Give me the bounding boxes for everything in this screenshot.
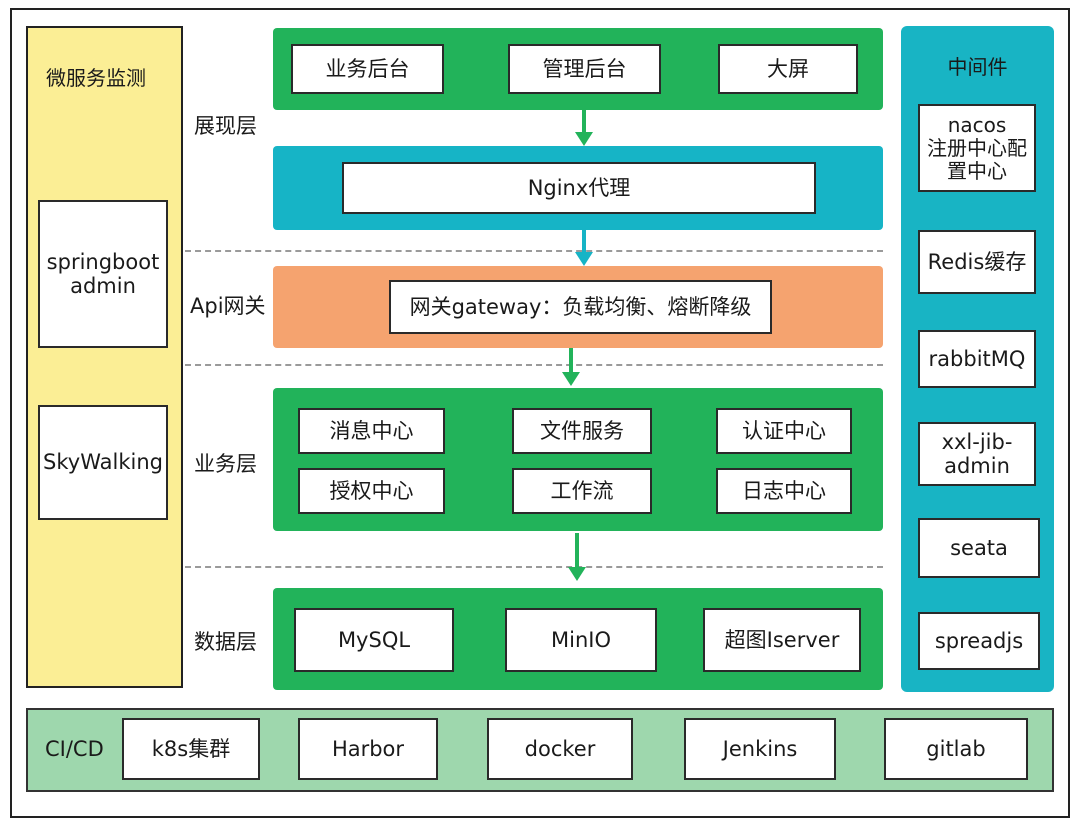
arrow-down-icon bbox=[575, 230, 593, 266]
monitoring-title: 微服务监测 bbox=[46, 65, 146, 90]
cicd-title: CI/CD bbox=[45, 737, 104, 761]
box-log-center: 日志中心 bbox=[716, 468, 852, 514]
layer-label-presentation: 展现层 bbox=[194, 114, 257, 138]
layer-label-api: Api网关 bbox=[190, 294, 266, 318]
box-admin-backend: 管理后台 bbox=[508, 44, 661, 94]
box-auth-center: 认证中心 bbox=[716, 408, 852, 454]
box-authorization-center: 授权中心 bbox=[298, 468, 445, 514]
diagram-frame bbox=[10, 8, 1070, 818]
box-spreadjs: spreadjs bbox=[918, 612, 1040, 670]
box-redis: Redis缓存 bbox=[918, 230, 1036, 294]
box-xxl-job-admin: xxl-jib- admin bbox=[918, 422, 1036, 486]
monitor-springboot-admin: springboot admin bbox=[38, 200, 168, 348]
arrow-down-icon bbox=[575, 110, 593, 146]
separator-line bbox=[185, 250, 883, 252]
box-message-center: 消息中心 bbox=[298, 408, 445, 454]
monitor-skywalking: SkyWalking bbox=[38, 405, 168, 520]
box-docker: docker bbox=[487, 718, 633, 780]
box-minio: MinIO bbox=[505, 608, 657, 672]
separator-line bbox=[185, 566, 883, 568]
box-harbor: Harbor bbox=[298, 718, 438, 780]
box-rabbitmq: rabbitMQ bbox=[918, 330, 1036, 388]
arrow-down-icon bbox=[562, 348, 580, 386]
middleware-title: 中间件 bbox=[947, 54, 1008, 79]
box-seata: seata bbox=[918, 518, 1040, 578]
box-gitlab: gitlab bbox=[884, 718, 1028, 780]
box-file-service: 文件服务 bbox=[512, 408, 652, 454]
arrow-down-icon bbox=[568, 533, 586, 581]
box-jenkins: Jenkins bbox=[684, 718, 836, 780]
box-nacos: nacos 注册中心配 置中心 bbox=[918, 104, 1036, 192]
box-nginx-proxy: Nginx代理 bbox=[342, 162, 816, 214]
box-k8s: k8s集群 bbox=[122, 718, 260, 780]
box-mysql: MySQL bbox=[294, 608, 454, 672]
box-iserver: 超图Iserver bbox=[703, 608, 861, 672]
box-workflow: 工作流 bbox=[512, 468, 652, 514]
separator-line bbox=[185, 364, 883, 366]
monitoring-panel bbox=[26, 26, 183, 688]
layer-label-data: 数据层 bbox=[194, 630, 257, 654]
box-business-backend: 业务后台 bbox=[291, 44, 444, 94]
box-gateway: 网关gateway：负载均衡、熔断降级 bbox=[389, 280, 772, 334]
layer-label-business: 业务层 bbox=[194, 452, 257, 476]
box-big-screen: 大屏 bbox=[718, 44, 858, 94]
